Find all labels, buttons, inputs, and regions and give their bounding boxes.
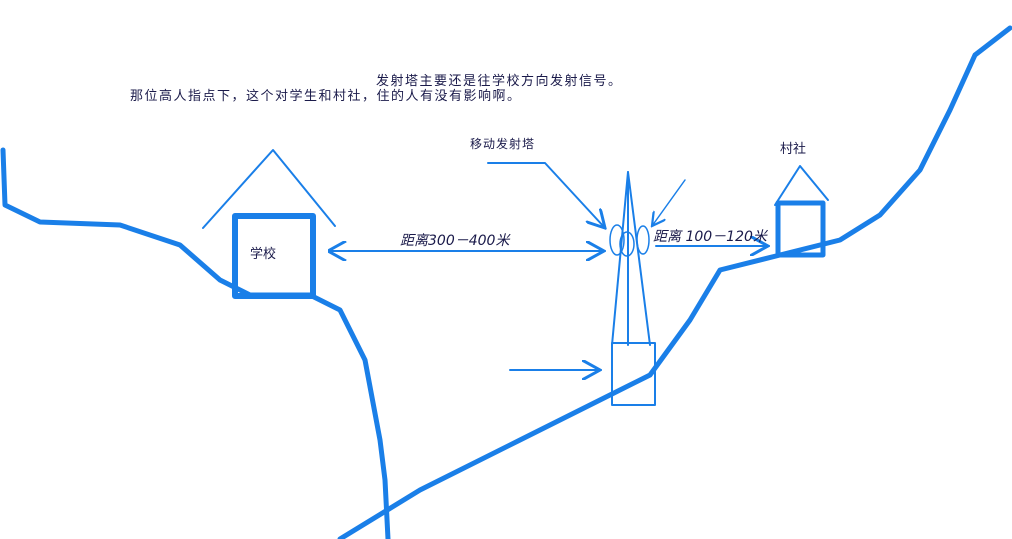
antenna-ellipse <box>619 231 635 257</box>
tower-pointer-arrow-right <box>652 179 686 226</box>
tower-label: 移动发射塔 <box>470 136 535 151</box>
village-building: 村社 <box>774 141 829 258</box>
village-distance-label: 距离 100－120米 <box>653 229 769 245</box>
village-label: 村社 <box>780 141 806 157</box>
tower-pointer-arrow <box>487 162 605 228</box>
left-hill-line <box>0 147 391 539</box>
school-distance-label: 距离300－400米 <box>400 233 511 249</box>
school-building: 学校 <box>202 149 336 299</box>
antenna-ellipse <box>609 224 625 256</box>
title-line-2: 那位高人指点下，这个对学生和村社，住的人有没有影响啊。 <box>130 88 522 104</box>
cell-tower: 移动发射塔 <box>470 136 656 406</box>
antenna-ellipse <box>636 225 650 255</box>
school-label: 学校 <box>250 246 276 262</box>
title-line-1: 发射塔主要还是往学校方向发射信号。 <box>376 73 623 89</box>
right-hill-line <box>337 25 1012 539</box>
